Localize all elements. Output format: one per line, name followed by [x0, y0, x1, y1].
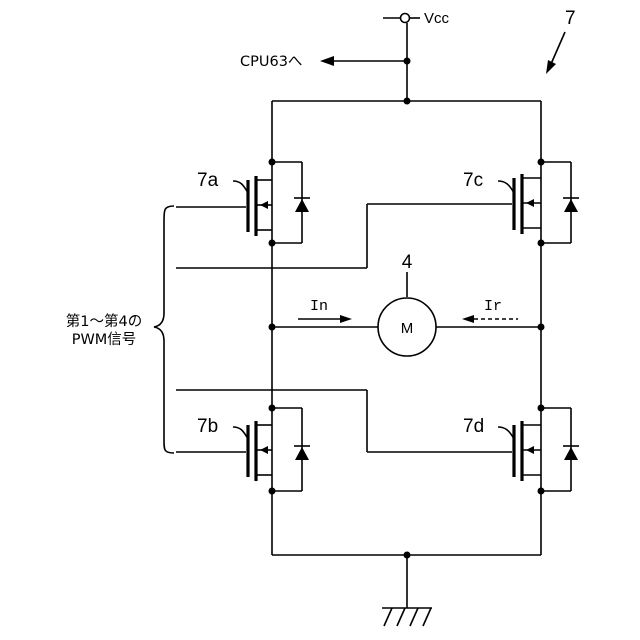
- top-rail-junction: [404, 98, 411, 105]
- current-ir-arrow: Ir: [462, 298, 518, 323]
- signals-label-line1: 第1～第4の: [66, 312, 142, 330]
- ground-icon: [382, 555, 432, 626]
- figure-ref-label: 7: [565, 8, 576, 29]
- cpu-label: CPU63へ: [240, 54, 302, 70]
- figure-ref-arrow-icon: [546, 60, 556, 74]
- current-ir-label: Ir: [484, 298, 502, 315]
- transistor-7b: 7b: [176, 405, 310, 495]
- transistor-7c-label: 7c: [463, 170, 483, 191]
- figure-ref-leader: [551, 32, 565, 64]
- transistor-7a-label: 7a: [197, 170, 219, 191]
- transistor-7d: 7d: [176, 390, 579, 495]
- cpu-arrow-icon: [320, 56, 334, 66]
- transistor-7a: 7a: [176, 159, 310, 247]
- current-in-arrow: In: [298, 298, 352, 323]
- motor: M 4: [378, 252, 436, 356]
- transistor-7d-label: 7d: [463, 416, 484, 437]
- transistor-7c: 7c: [176, 159, 579, 269]
- signal-brace: [154, 206, 174, 453]
- right-midpoint-node: [538, 324, 545, 331]
- motor-symbol: M: [401, 320, 414, 337]
- motor-ref-label: 4: [402, 252, 413, 273]
- left-midpoint-node: [269, 324, 276, 331]
- current-in-label: In: [310, 298, 328, 315]
- vcc-terminal: Vcc: [383, 10, 450, 27]
- vcc-label: Vcc: [424, 10, 450, 27]
- transistor-7b-label: 7b: [197, 416, 218, 437]
- signals-label-line2: PWM信号: [72, 331, 137, 348]
